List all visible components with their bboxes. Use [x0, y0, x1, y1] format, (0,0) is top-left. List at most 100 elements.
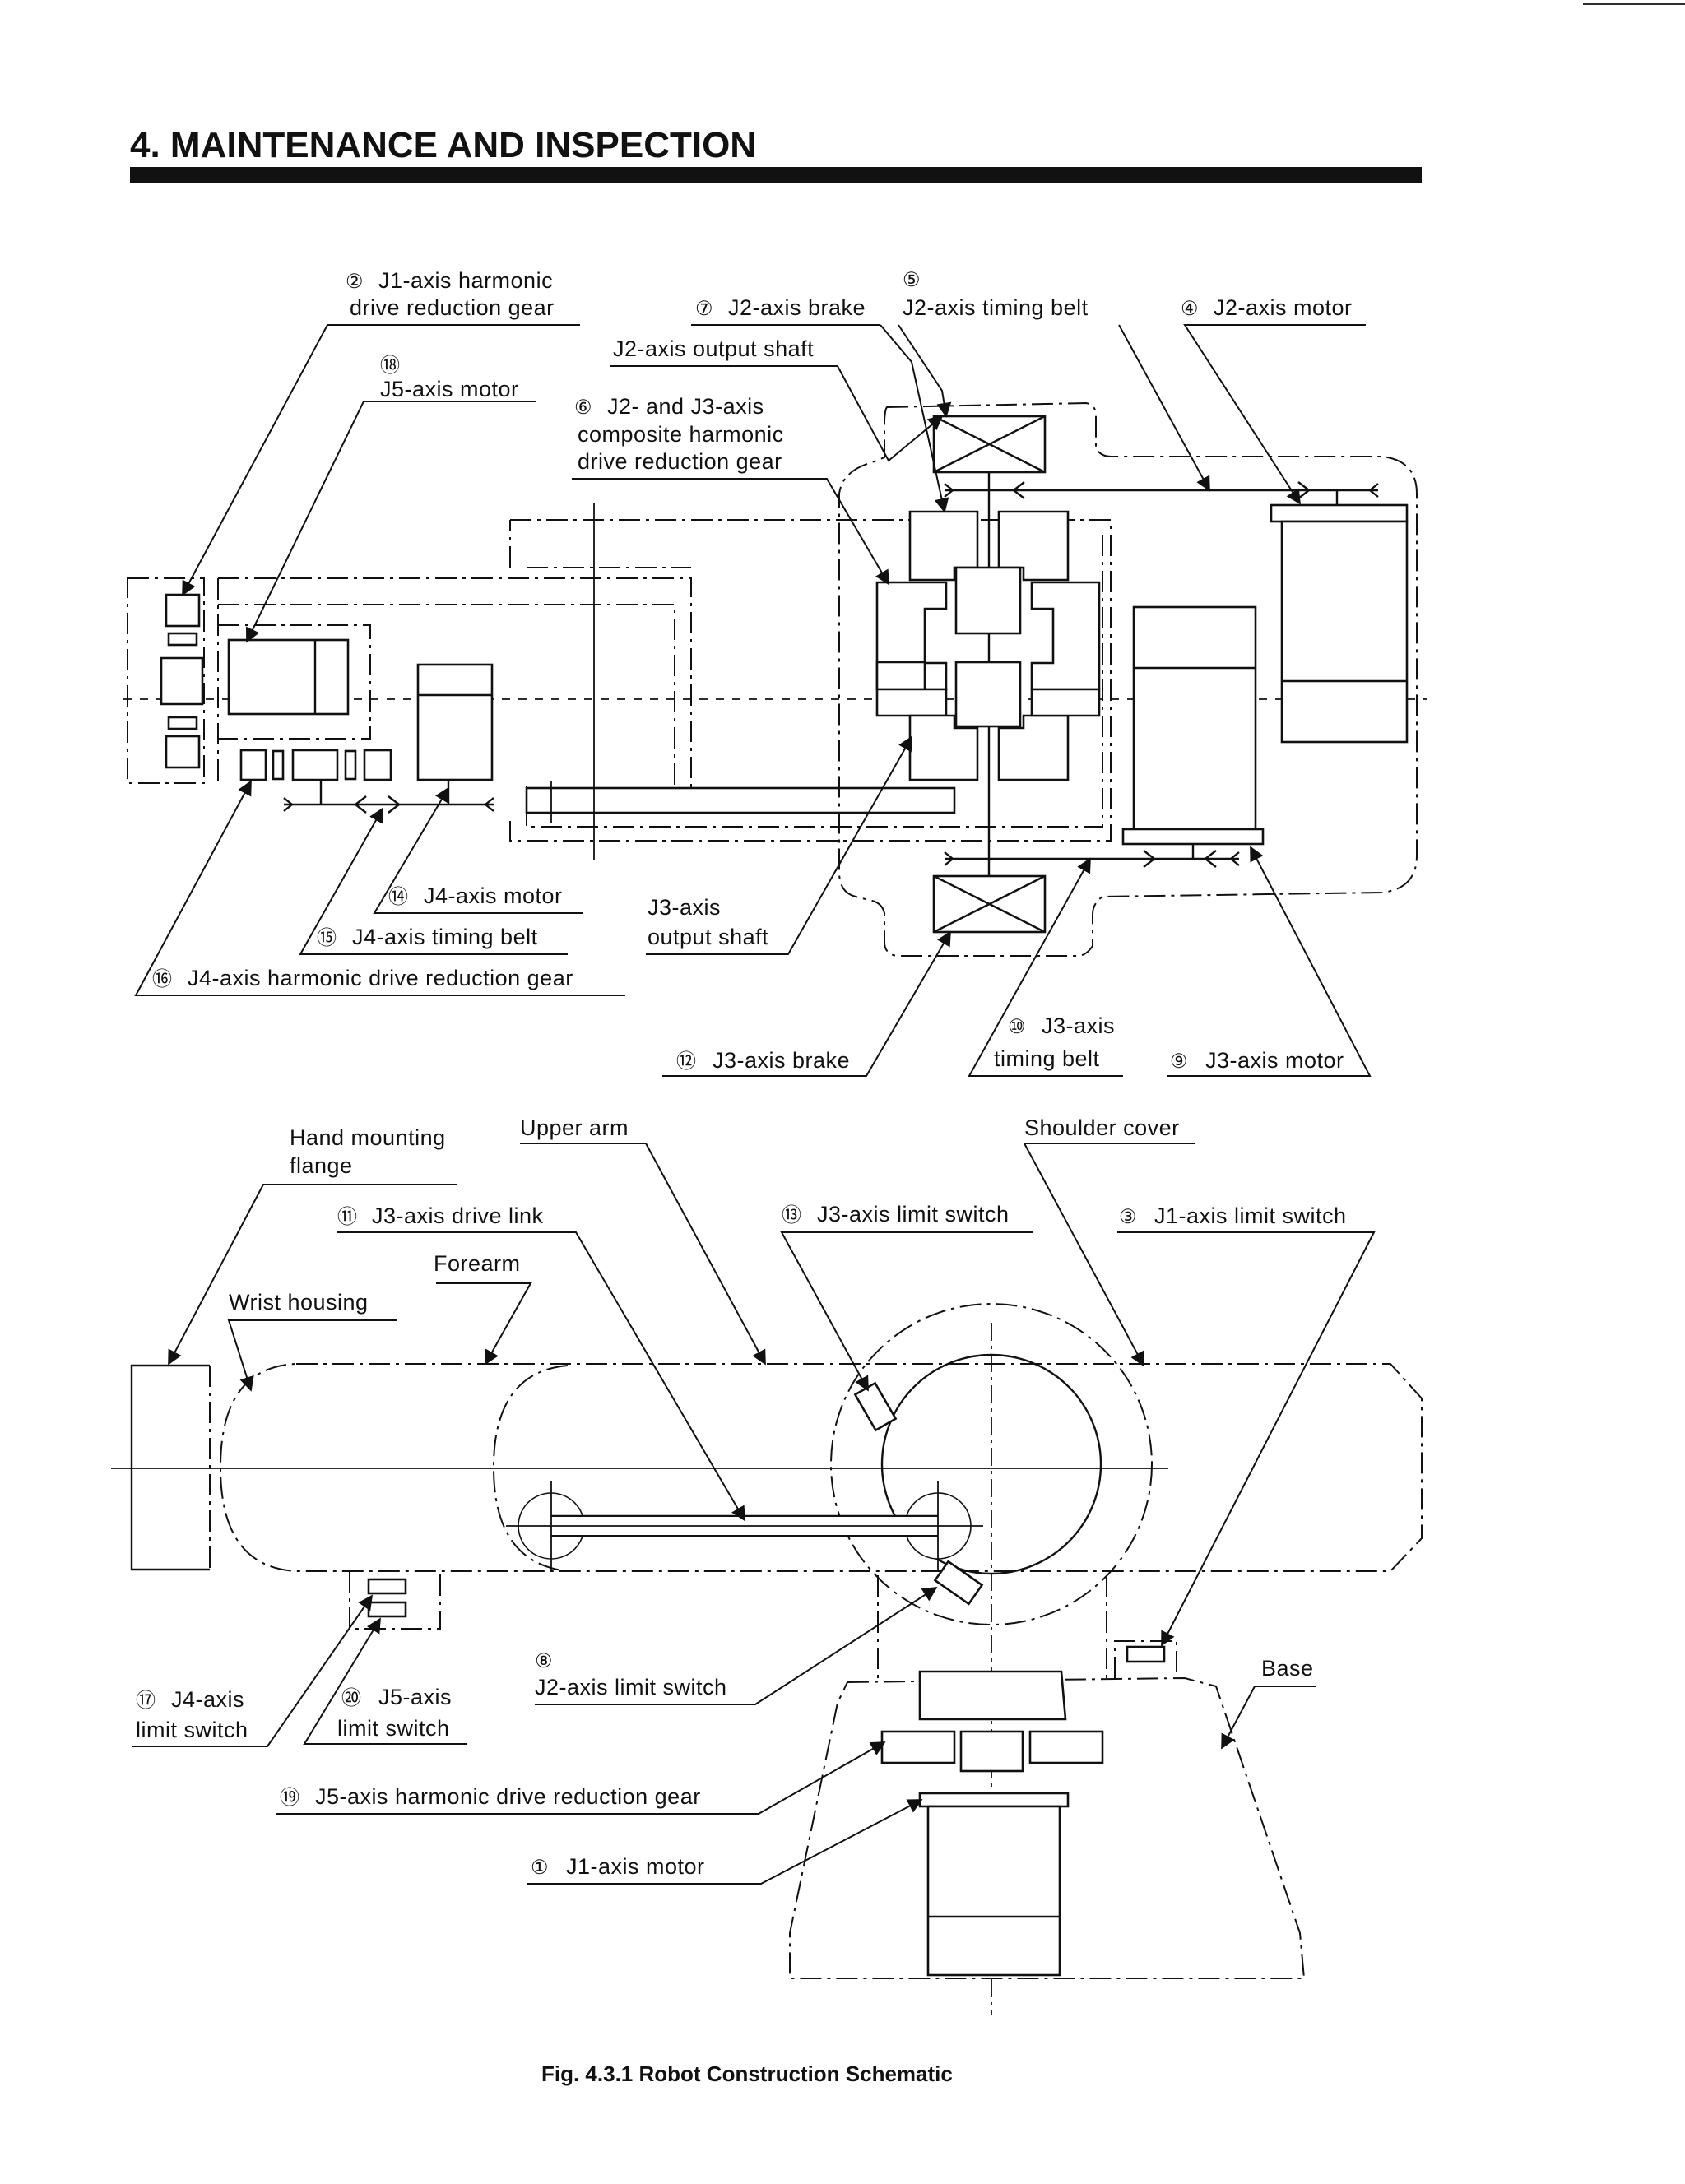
callout-7: ⑦	[695, 298, 713, 320]
callout-10: ⑩	[1008, 1016, 1026, 1038]
label-hand-flange-1: Hand mounting	[290, 1125, 446, 1150]
j1-bearing-bottom	[165, 735, 201, 769]
label-j2-motor: J2-axis motor	[1214, 295, 1353, 320]
label-j2-timing-belt: J2-axis timing belt	[903, 295, 1089, 320]
j1-gear-top	[167, 632, 198, 647]
j4-belt-arrow-r	[388, 795, 401, 814]
callout-9: ⑨	[1170, 1050, 1188, 1073]
label-j1-motor: J1-axis motor	[566, 1854, 705, 1879]
j2-belt-arrow-r	[1297, 481, 1311, 499]
leader-j5-limit-switch	[303, 1617, 467, 1745]
j1-motor-flange	[918, 1792, 1070, 1808]
leader-upper-arm	[520, 1143, 766, 1366]
harmonic-low-left-b	[875, 688, 948, 717]
label-j4-timing-belt: J4-axis timing belt	[352, 925, 538, 949]
forearm-outline-inner	[218, 604, 675, 786]
leader-j3-motor	[1167, 846, 1372, 1077]
label-composite-1: J2- and J3-axis	[607, 394, 764, 419]
j1-bearing-top	[165, 593, 201, 628]
j2-belt-arrow-l	[1012, 481, 1025, 499]
label-upper-arm: Upper arm	[520, 1115, 629, 1140]
j4-pulley	[363, 749, 392, 781]
label-j4-motor: J4-axis motor	[424, 883, 563, 908]
label-j3-brake: J3-axis brake	[713, 1048, 850, 1073]
j3-brake-x2	[933, 874, 1046, 934]
label-wrist-housing: Wrist housing	[229, 1290, 369, 1315]
j3-drive-rod	[525, 786, 956, 814]
label-composite-2: composite harmonic	[578, 422, 784, 447]
label-j3-output-2: output shaft	[648, 925, 768, 949]
base-outline	[789, 1676, 1306, 1979]
leader-j1-limit-switch	[1117, 1231, 1376, 1647]
j1-motor-body	[926, 1805, 1061, 1977]
j3-motor-flange	[1121, 828, 1265, 846]
callout-12: ⑫	[676, 1050, 696, 1073]
leader-forearm	[436, 1282, 532, 1366]
header-rule	[130, 167, 1422, 183]
label-j5-harmonic: J5-axis harmonic drive reduction gear	[315, 1784, 701, 1809]
leader-j3-timing-belt	[968, 857, 1123, 1077]
callout-2: ②	[346, 271, 364, 293]
j4-belt-end-right	[484, 797, 494, 812]
j5-harmonic-left	[880, 1730, 956, 1764]
j3-belt-end-left	[944, 851, 954, 866]
leader-j2-timing-belt-b	[898, 324, 952, 418]
label-j4-limit-1: J4-axis	[171, 1687, 244, 1712]
callout-17: ⑰	[136, 1690, 156, 1712]
label-j5-limit-2: limit switch	[337, 1716, 450, 1741]
leader-j2-timing-belt	[1118, 324, 1210, 492]
leader-j2-output-shaft	[610, 365, 944, 462]
harmonic-low-right-b	[1030, 688, 1101, 717]
j4-belt-end-left	[283, 797, 294, 812]
j1-switch-mount	[1114, 1640, 1177, 1678]
callout-15: ⑮	[317, 927, 337, 949]
j2-motor-flange	[1270, 503, 1409, 523]
label-j3-timing-1: J3-axis	[1042, 1013, 1115, 1038]
leader-composite-harmonic	[572, 478, 889, 586]
harmonic-lower-left	[908, 714, 979, 781]
leader-j2-limit-switch	[535, 1587, 938, 1705]
leader-j5-harmonic	[276, 1741, 886, 1815]
label-j2-limit-switch: J2-axis limit switch	[535, 1675, 727, 1699]
label-j1-harmonic-2: drive reduction gear	[350, 295, 555, 320]
j3-limit-switch-body	[853, 1381, 898, 1432]
arm-outline	[219, 1363, 1423, 1572]
j4-limit-switch-body	[367, 1578, 407, 1595]
j3-motor-body	[1132, 605, 1257, 831]
shoulder-inner-circle	[880, 1353, 1102, 1575]
harmonic-center-lower	[954, 661, 1022, 728]
label-j5-motor: J5-axis motor	[380, 377, 519, 401]
j2-brake-x2	[933, 415, 1046, 474]
leader-j3-limit-switch	[780, 1231, 1033, 1392]
leader-j4-harmonic	[134, 780, 625, 996]
callout-19: ⑲	[280, 1787, 299, 1809]
j5-motor-compartment	[218, 624, 371, 740]
callout-3: ③	[1119, 1206, 1137, 1228]
harmonic-center-upper	[954, 566, 1022, 635]
label-j3-timing-2: timing belt	[994, 1046, 1100, 1071]
label-forearm: Forearm	[434, 1251, 521, 1276]
section-title: 4. MAINTENANCE AND INSPECTION	[130, 125, 756, 165]
callout-14: ⑭	[388, 886, 408, 908]
leader-j3-output-shaft	[646, 735, 912, 955]
hand-flange	[130, 1364, 210, 1571]
label-j3-limit-switch: J3-axis limit switch	[817, 1202, 1010, 1226]
callout-8: ⑧	[535, 1650, 553, 1672]
leader-hand-flange	[168, 1184, 457, 1366]
leader-j1-harmonic	[182, 324, 580, 596]
leader-j4-motor	[373, 786, 583, 914]
j1-housing-outline	[127, 577, 205, 784]
leader-base	[1221, 1686, 1316, 1750]
callout-11: ⑪	[337, 1206, 357, 1228]
j4-belt-arrow-l	[354, 795, 367, 814]
wrist-switch-housing	[349, 1571, 441, 1630]
leader-j3-drive-link	[337, 1231, 745, 1522]
label-j2-brake: J2-axis brake	[728, 295, 866, 320]
top-view-drawing	[123, 324, 1427, 1077]
harmonic-mid-right	[1030, 581, 1101, 691]
label-shoulder-cover: Shoulder cover	[1024, 1115, 1180, 1140]
callout-16: ⑯	[152, 968, 172, 990]
j5-motor-body	[227, 638, 350, 716]
leader-j1-motor	[527, 1799, 923, 1885]
